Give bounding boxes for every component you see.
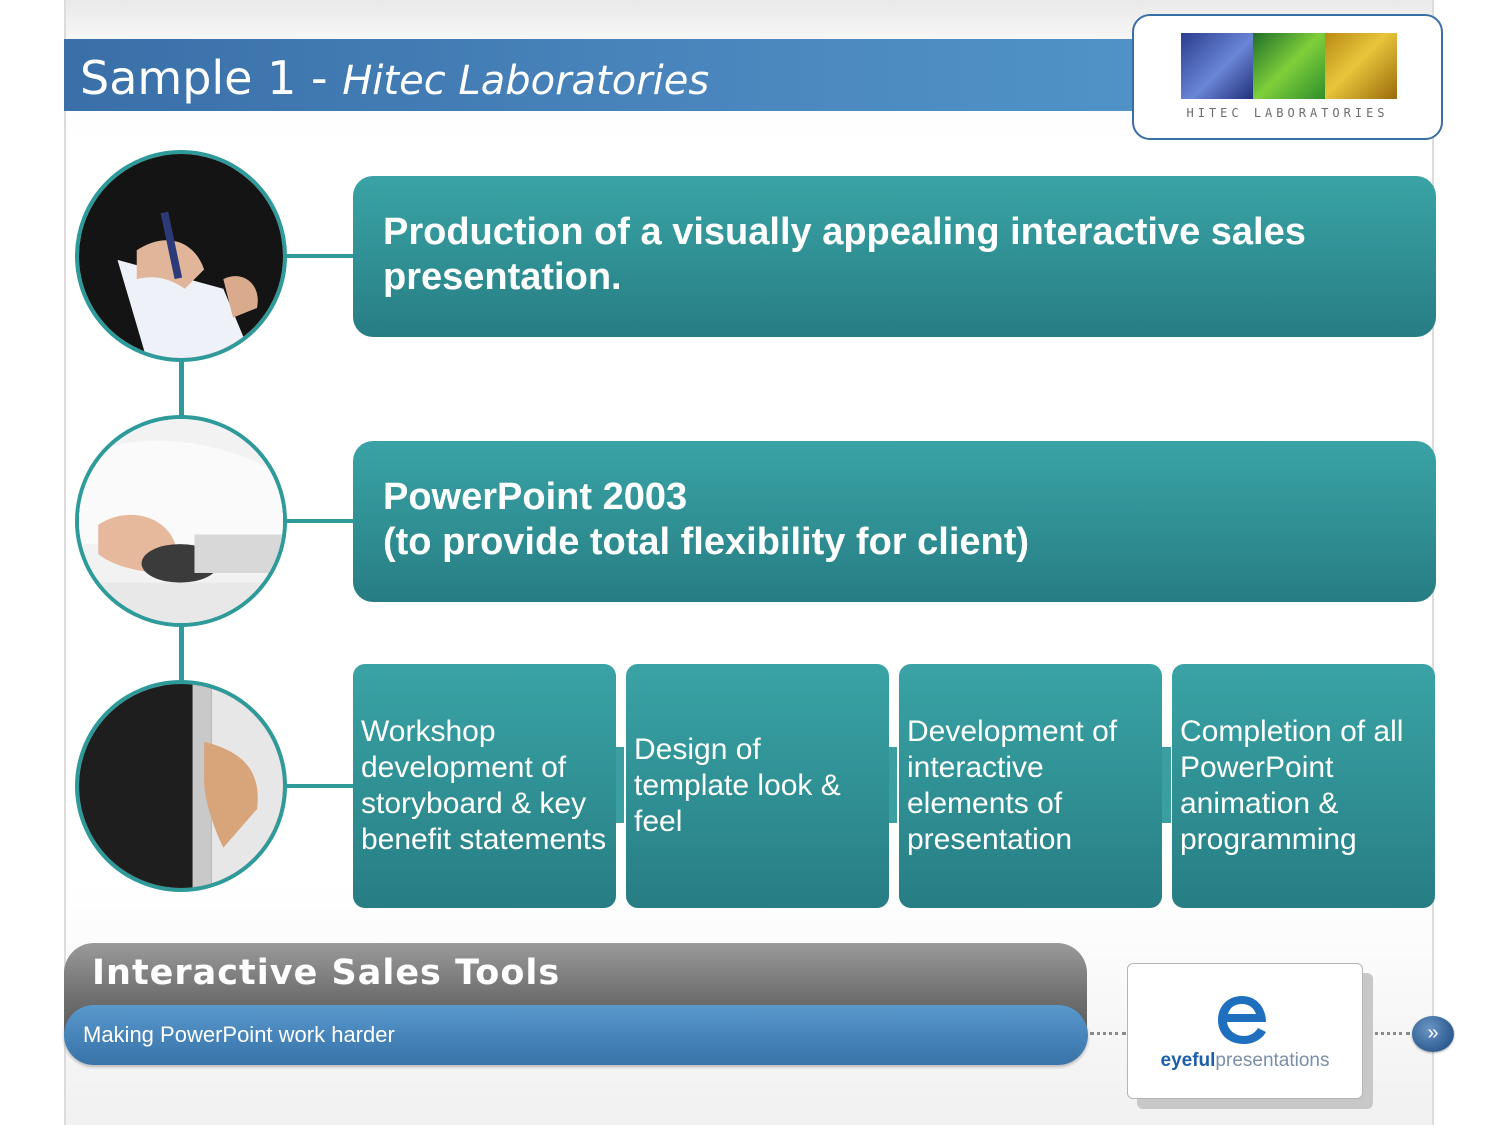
substep-workshop: Workshop development of storyboard & key… [353,664,616,908]
step-2-line-1: PowerPoint 2003 [383,476,688,518]
footer-dotted-line-left [1090,1032,1126,1035]
substep-label: Workshop development of storyboard & key… [361,715,607,856]
substep-completion: Completion of all PowerPoint animation &… [1172,664,1435,908]
footer-dotted-line-right [1368,1032,1410,1035]
step-1-line-2: presentation. [383,256,622,298]
logo-tiles-image [1181,33,1397,99]
brand-part-2: presentations [1215,1050,1330,1071]
title-bar [64,39,1144,111]
eyeful-logo: eyefulpresentations [1127,963,1363,1099]
photo-hand-on-mouse [75,415,287,627]
logo-tile-green [1253,33,1325,99]
footer-title: Interactive Sales Tools [92,953,561,993]
substep-connector-2 [887,747,897,823]
photo-laptop-carry [75,680,287,892]
eyeful-wordmark: eyefulpresentations [1128,1050,1362,1072]
logo-tile-gold [1325,33,1397,99]
step-link-3 [286,784,354,788]
timeline-connector-2 [179,625,184,683]
title-main: Sample 1 - [80,51,343,105]
substep-connector-1 [614,747,624,823]
step-box-powerpoint: PowerPoint 2003 (to provide total flexib… [353,441,1436,602]
step-box-production: Production of a visually appealing inter… [353,176,1436,337]
substep-connector-3 [1161,747,1171,823]
title-subtitle: Hitec Laboratories [342,58,710,104]
double-chevron-right-icon: » [1427,1022,1439,1044]
timeline-connector-1 [179,360,184,418]
page-title: Sample 1 - Hitec Laboratories [80,48,709,108]
step-1-line-1: Production of a visually appealing inter… [383,211,1306,253]
substep-label: Completion of all PowerPoint animation &… [1180,715,1404,856]
eyeful-e-icon [1218,996,1266,1044]
step-2-line-2: (to provide total flexibility for client… [383,521,1030,563]
hitec-logo: HITEC LABORATORIES [1132,14,1443,140]
substep-design: Design of template look & feel [626,664,889,908]
brand-part-1: eyeful [1160,1050,1216,1071]
logo-tile-blue [1181,33,1253,99]
substep-development: Development of interactive elements of p… [899,664,1162,908]
substep-label: Development of interactive elements of p… [907,715,1118,856]
footer-blue-band [64,1005,1088,1065]
photo-signing-document [75,150,287,362]
logo-wordmark: HITEC LABORATORIES [1186,106,1389,120]
footer-subtitle: Making PowerPoint work harder [83,1022,395,1047]
step-link-2 [286,519,354,523]
next-slide-button[interactable]: » [1412,1016,1454,1052]
substep-label: Design of template look & feel [634,733,841,838]
step-link-1 [286,254,354,258]
